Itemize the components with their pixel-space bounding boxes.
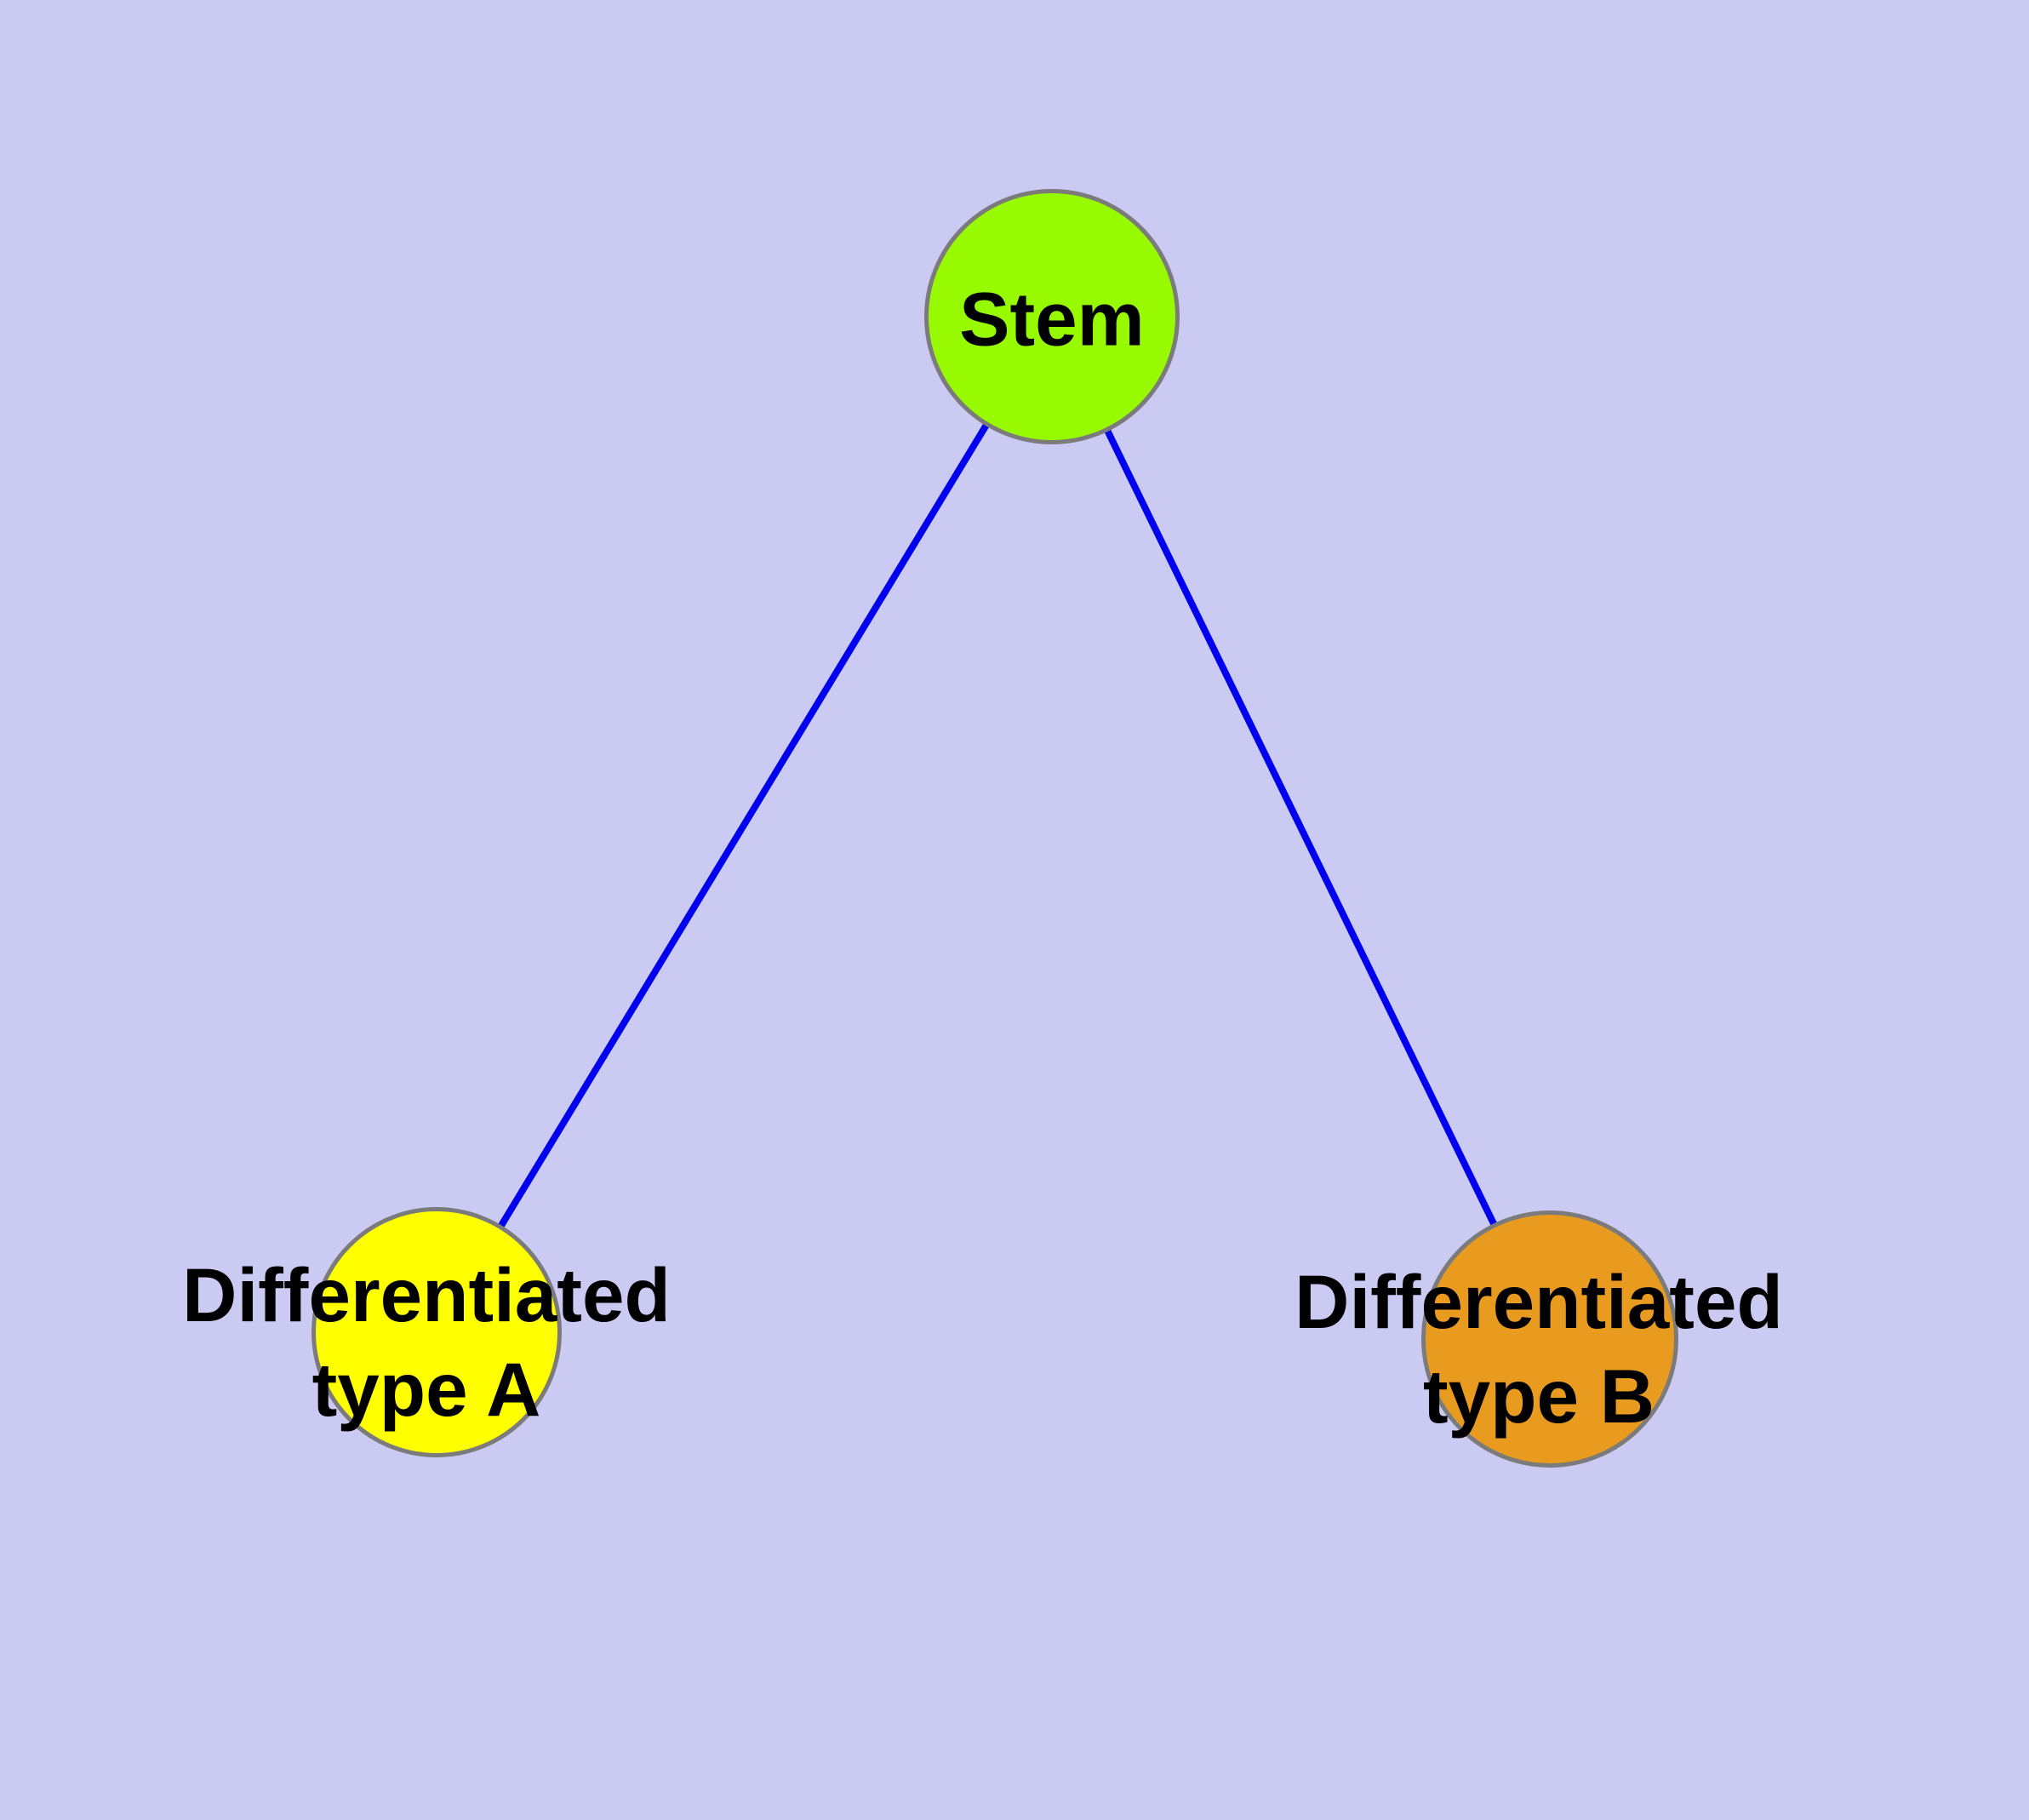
node-stem (924, 189, 1180, 444)
edge-stem-to-type-a (433, 314, 1055, 1335)
edge-stem-to-type-b (1049, 315, 1553, 1341)
node-type-b (1421, 1210, 1678, 1468)
node-type-a (311, 1207, 562, 1457)
